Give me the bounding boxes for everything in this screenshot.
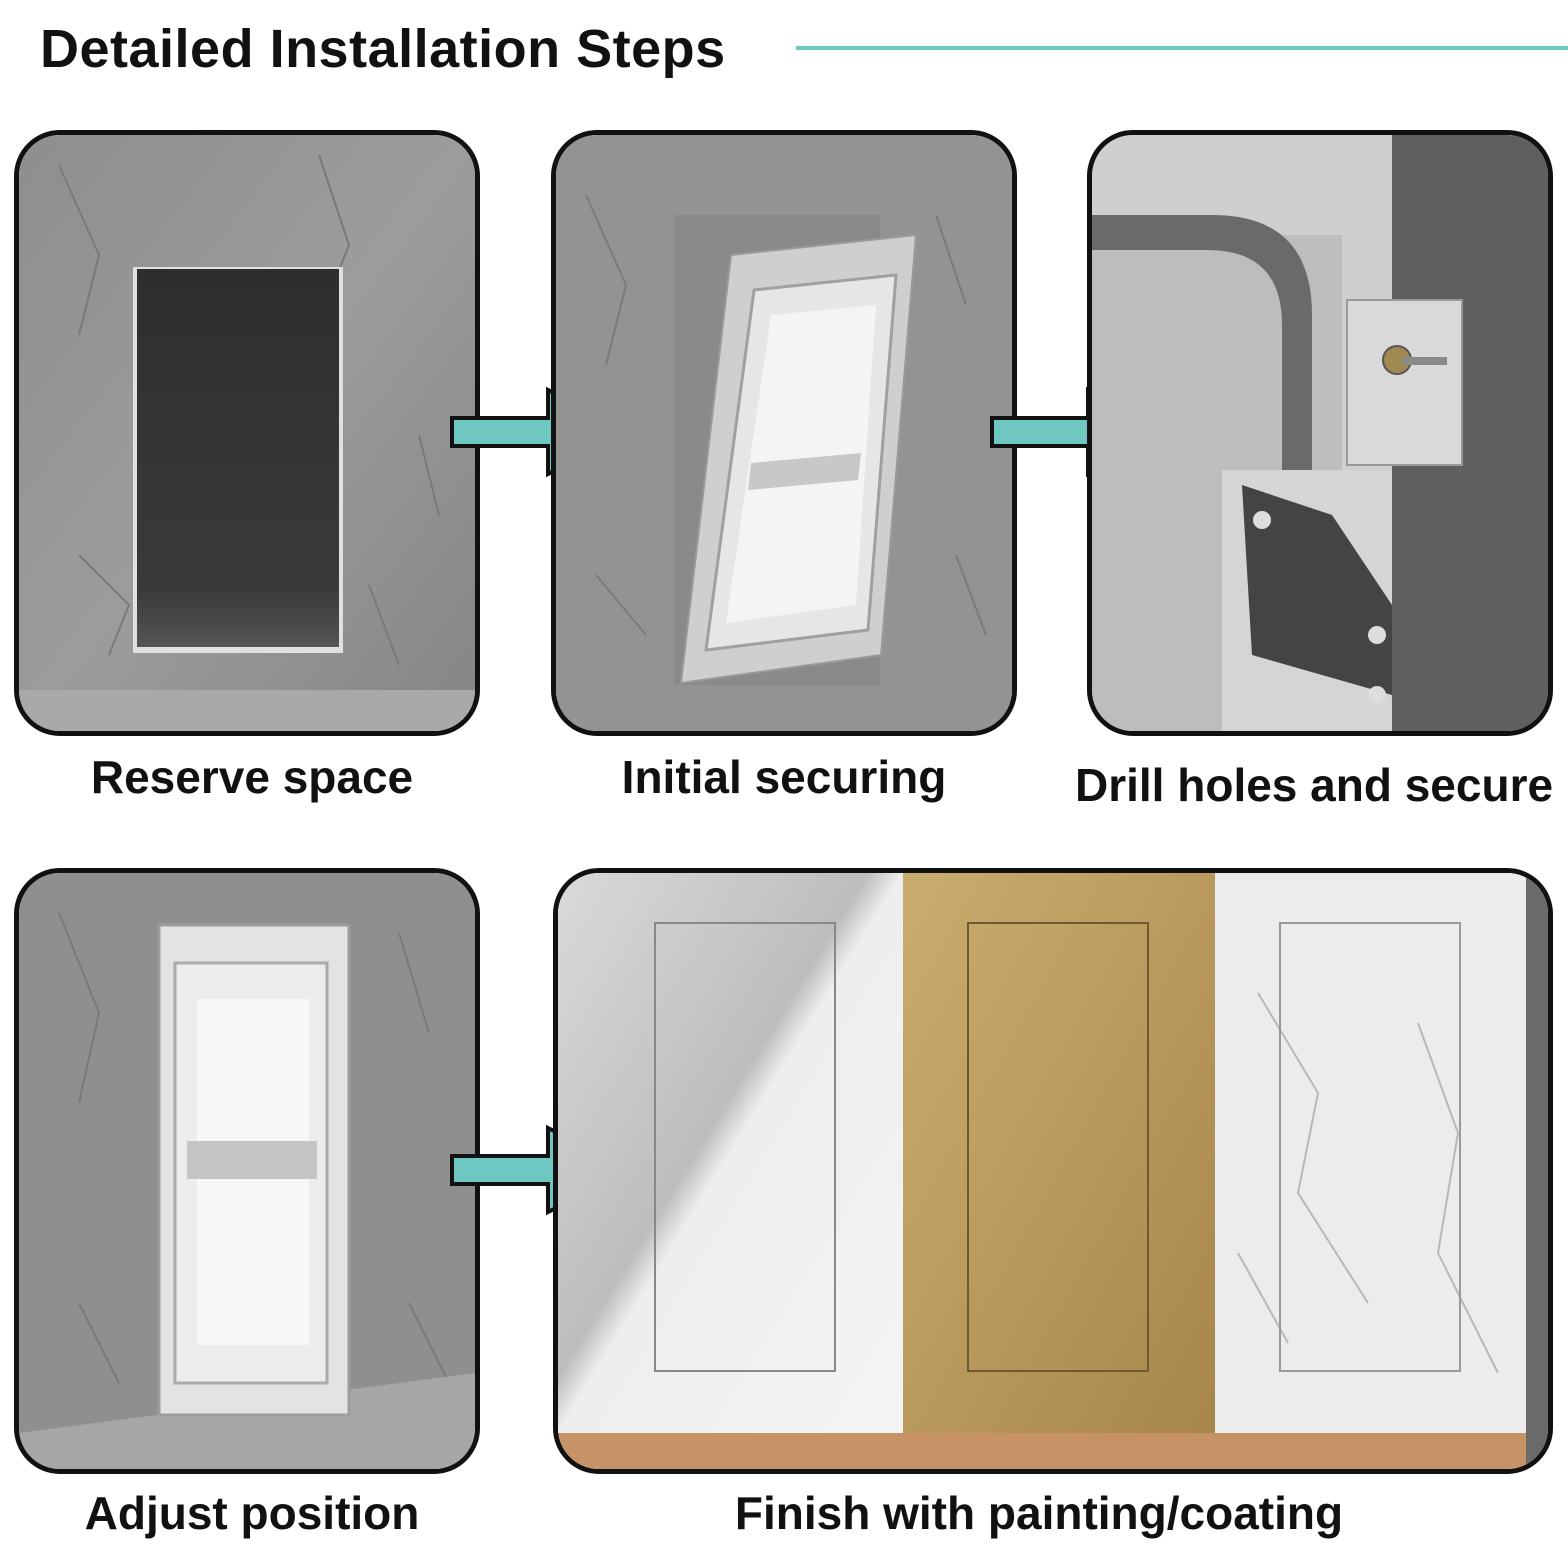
step-adjust-position-image — [14, 868, 480, 1474]
step-finish-painting-image — [553, 868, 1553, 1474]
step-reserve-space-image — [14, 130, 480, 736]
step-label: Adjust position — [84, 1487, 420, 1539]
title-underline — [796, 46, 1568, 50]
step-label: Finish with painting/coating — [734, 1487, 1344, 1539]
step-initial-securing-image — [551, 130, 1017, 736]
step-drill-holes-image — [1087, 130, 1553, 736]
step-label: Reserve space — [90, 751, 414, 803]
step-label: Initial securing — [621, 751, 947, 803]
page-title: Detailed Installation Steps — [40, 19, 726, 79]
step-label: Drill holes and secure — [1075, 759, 1554, 811]
